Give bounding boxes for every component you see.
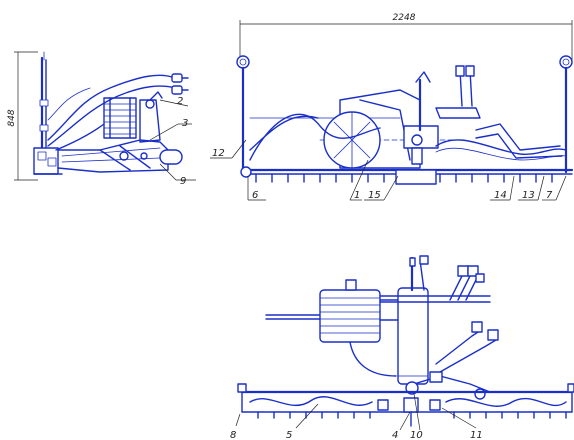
- side-view: 848: [7, 51, 196, 187]
- callout-4: 4: [392, 430, 398, 440]
- callout-2: 2: [177, 96, 183, 107]
- callout-5: 5: [286, 430, 292, 440]
- callout-14: 14: [494, 190, 507, 201]
- front-view: 2248: [210, 13, 574, 201]
- callout-10: 10: [410, 430, 423, 440]
- width-dimension: 2248: [393, 13, 416, 23]
- callout-1: 1: [354, 190, 360, 201]
- callout-13: 13: [522, 190, 535, 201]
- callout-6: 6: [252, 190, 258, 201]
- callout-11: 11: [470, 430, 483, 440]
- top-view: 8 5 4 10 11: [230, 255, 574, 440]
- callout-8: 8: [230, 430, 236, 440]
- callout-12: 12: [212, 148, 225, 159]
- height-dimension: 848: [7, 109, 17, 126]
- top-boom-nozzles: [257, 411, 567, 419]
- callout-9: 9: [180, 176, 186, 187]
- callout-15: 15: [368, 190, 381, 201]
- callout-3: 3: [182, 118, 188, 129]
- front-boom-nozzles: [255, 173, 553, 183]
- callout-7: 7: [546, 190, 553, 201]
